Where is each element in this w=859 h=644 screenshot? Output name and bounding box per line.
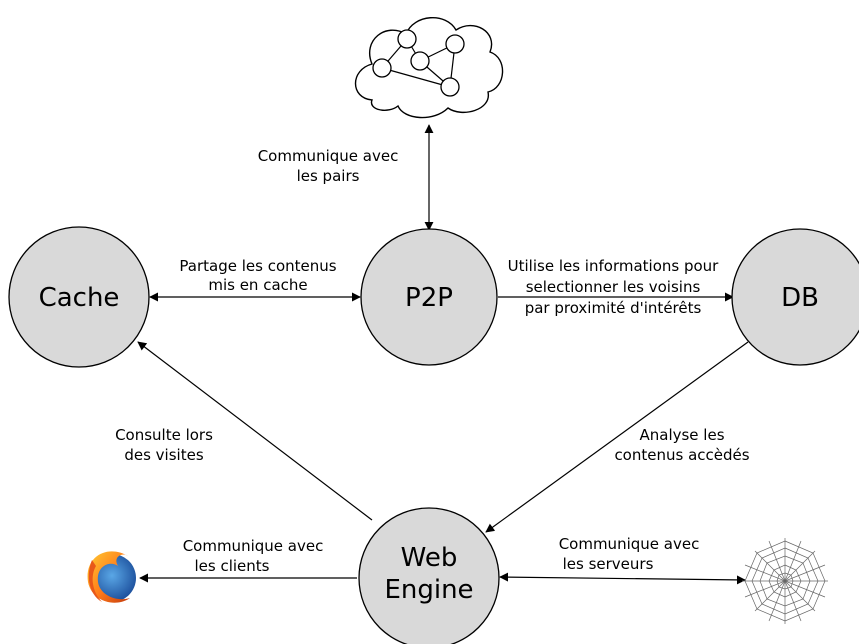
p2p-network-cloud-icon [355,16,504,119]
node-web-engine-label-line2: Engine [384,575,473,605]
node-cache-label: Cache [39,283,120,313]
svg-text:Communique avec: Communique avec [183,537,324,555]
edge-db-web [485,341,749,533]
svg-text:Communique avec: Communique avec [559,535,700,553]
svg-text:Communique avec: Communique avec [258,147,399,165]
svg-text:des visites: des visites [124,446,203,464]
svg-text:contenus accèdés: contenus accèdés [614,446,749,464]
node-p2p-label: P2P [405,283,453,313]
firefox-browser-icon [87,551,136,603]
label-web-cache: Consulte lors des visites [115,426,213,464]
node-db: DB [731,228,859,366]
svg-text:Utilise les informations pour: Utilise les informations pour [508,257,720,275]
node-web-engine-label-line1: Web [401,543,458,573]
svg-text:selectionner les voisins: selectionner les voisins [526,278,701,296]
svg-text:Analyse les: Analyse les [639,426,724,444]
svg-text:mis en cache: mis en cache [208,276,307,294]
svg-text:par proximité d'intérêts: par proximité d'intérêts [525,299,702,317]
label-web-servers: Communique avec les serveurs [559,535,700,573]
svg-text:les pairs: les pairs [297,167,360,185]
label-db-web: Analyse les contenus accèdés [614,426,749,464]
svg-text:Partage les contenus: Partage les contenus [179,257,336,275]
svg-text:les serveurs: les serveurs [563,555,654,573]
node-web-engine: Web Engine [358,507,500,644]
edge-web-servers [499,572,746,585]
svg-text:les clients: les clients [195,557,270,575]
label-web-clients: Communique avec les clients [183,537,324,575]
spider-web-icon [742,538,828,624]
label-p2p-peers: Communique avec les pairs [258,147,399,185]
label-p2p-db: Utilise les informations pour selectionn… [508,257,720,317]
node-cache: Cache [8,226,150,368]
node-db-label: DB [781,283,819,313]
label-cache-p2p: Partage les contenus mis en cache [179,257,336,294]
node-p2p: P2P [360,228,498,366]
edge-web-cache [137,341,373,521]
svg-text:Consulte lors: Consulte lors [115,426,213,444]
